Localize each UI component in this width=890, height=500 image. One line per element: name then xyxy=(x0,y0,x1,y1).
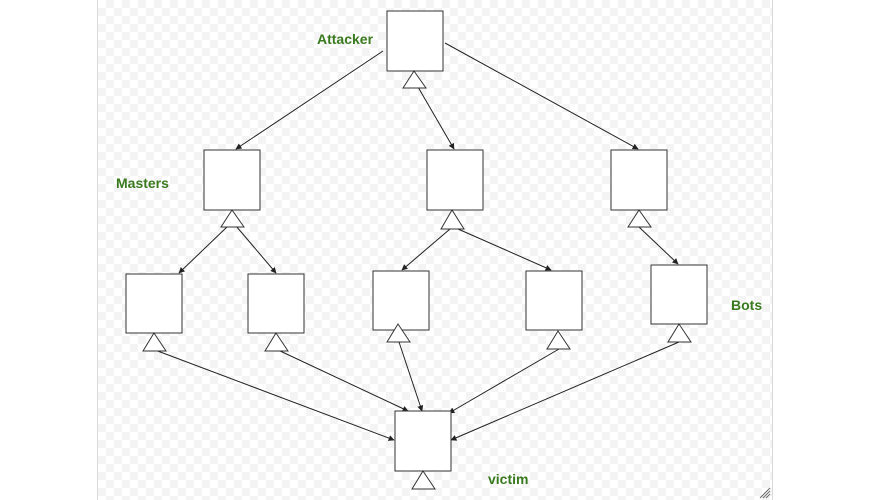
edge-attacker-master-2 xyxy=(417,86,455,150)
master-node-3 xyxy=(610,149,668,211)
bot-2-port-triangle xyxy=(264,332,289,352)
bots-label: Bots xyxy=(731,297,763,313)
bot-4-port-triangle xyxy=(546,330,571,350)
bot-node-5 xyxy=(650,264,708,325)
resize-grip-icon[interactable] xyxy=(759,487,771,499)
attacker-port-triangle xyxy=(402,70,427,89)
bot-node-4 xyxy=(525,270,583,331)
victim-port-triangle xyxy=(411,470,436,490)
edge-attacker-master-1 xyxy=(235,50,384,150)
victim-node xyxy=(394,410,452,472)
edge-bot-5-victim xyxy=(450,341,680,441)
master-3-port-triangle xyxy=(627,209,652,228)
edge-master-1-bot-1 xyxy=(178,225,229,274)
bot-node-2 xyxy=(247,273,305,334)
masters-label: Masters xyxy=(116,175,169,191)
edge-master-2-bot-3 xyxy=(401,228,451,271)
edge-bot-2-victim xyxy=(277,349,409,412)
bot-node-1 xyxy=(125,273,183,334)
edge-master-2-bot-4 xyxy=(457,228,552,271)
edge-bot-4-victim xyxy=(448,348,560,414)
master-1-port-triangle xyxy=(220,209,245,228)
edge-attacker-master-3 xyxy=(444,42,639,150)
edge-master-1-bot-2 xyxy=(235,225,277,274)
bot-5-port-triangle xyxy=(667,323,692,343)
master-2-port-triangle xyxy=(440,209,465,230)
master-node-2 xyxy=(426,149,484,211)
diagram-canvas xyxy=(97,0,773,500)
edge-bot-1-victim xyxy=(154,349,395,441)
bot-1-port-triangle xyxy=(142,332,167,352)
edge-bot-3-victim xyxy=(398,341,424,412)
bot-node-3 xyxy=(372,270,430,331)
victim-label: victim xyxy=(488,471,529,487)
attacker-node xyxy=(386,10,444,72)
bot-3-port-triangle xyxy=(386,323,411,343)
master-node-1 xyxy=(203,149,261,211)
attacker-label: Attacker xyxy=(317,31,374,47)
edge-master-3-bot-5 xyxy=(638,226,679,265)
